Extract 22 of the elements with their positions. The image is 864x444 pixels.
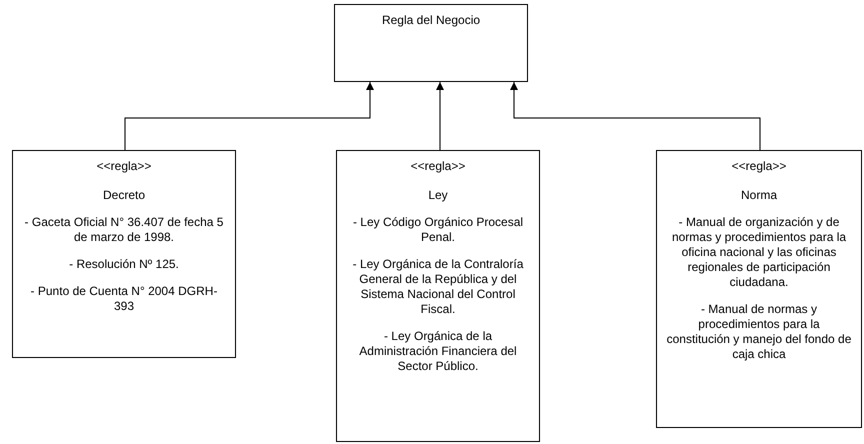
stereotype-class-box (12, 150, 236, 358)
stereotype-class-box (656, 150, 862, 428)
rule-item: - Manual de organización y de normas y procedimientos para la oficina nacional y las oficinas regionales de participación ciudadana. (670, 215, 848, 290)
arrow (510, 82, 760, 150)
rule-item: - Resolución Nº 125. (69, 257, 179, 272)
stereotype-label: <<regla>> (410, 159, 466, 174)
class-name: Norma (740, 188, 777, 203)
rule-item: - Ley Orgánica de la Administración Financiera del Sector Público. (358, 329, 518, 374)
stereotype-class-box (336, 150, 540, 442)
rule-item: - Manual de normas y procedimientos para la constitución y manejo del fondo de caja chica (666, 302, 852, 362)
arrow (436, 82, 444, 150)
class-box (334, 4, 528, 82)
stereotype-label: <<regla>> (732, 159, 786, 174)
class-name: Ley (428, 188, 448, 203)
arrow (124, 82, 374, 150)
class-name: Decreto (102, 188, 146, 203)
box-title: Regla del Negocio (382, 13, 480, 28)
rule-item: - Gaceta Oficial N° 36.407 de fecha 5 de marzo de 1998. (24, 215, 224, 245)
rule-item: - Ley Orgánica de la Contraloría General de la República y del Sistema Nacional del Control Fiscal. (352, 257, 524, 317)
rule-item: - Punto de Cuenta N° 2004 DGRH-393 (30, 284, 218, 314)
stereotype-label: <<regla>> (96, 159, 152, 174)
rule-item: - Ley Código Orgánico Procesal Penal. (352, 215, 524, 245)
